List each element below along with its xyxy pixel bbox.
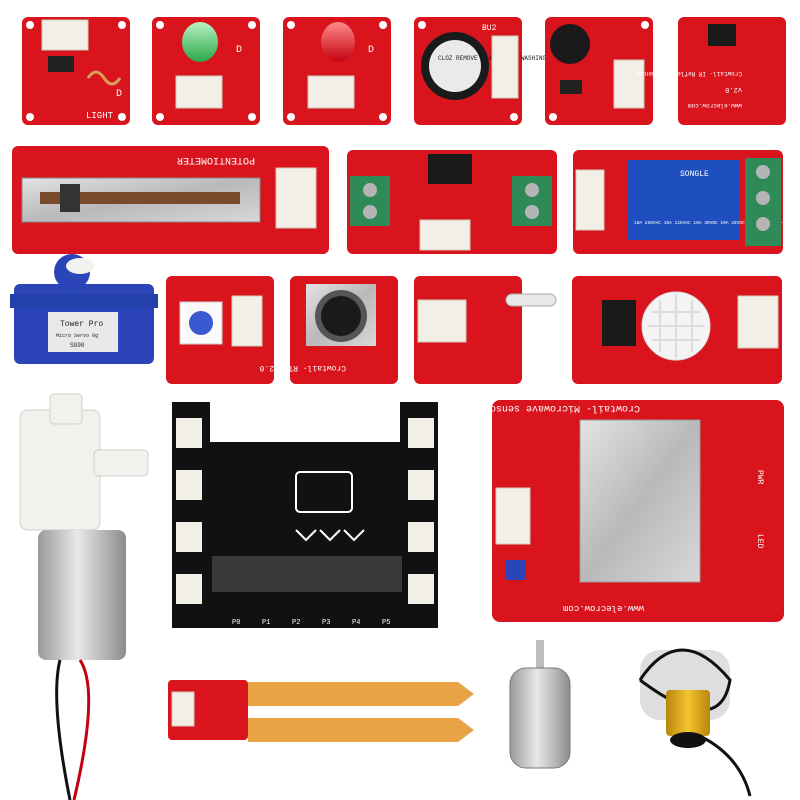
microwave-pwr-label: PWR	[755, 470, 764, 485]
ir-url: www.elecrow.com	[688, 102, 742, 109]
svg-text:P3: P3	[322, 619, 330, 627]
motor-driver-module	[347, 150, 557, 254]
relay-brand: SONGLE	[680, 170, 709, 179]
ir-reflective-sensor-module: Crowtail- IR Reflective Sensor v2.0 www.…	[634, 17, 786, 125]
buzzer-module: CLOZ REMOVE SEAL AFTER WASHING BU2	[414, 17, 546, 125]
microbit-pin-labels: P0 P1 P2 P3 P4 P5	[232, 619, 390, 627]
microwave-url: www.elecrow.com	[563, 603, 644, 613]
soil-moisture-sensor	[168, 680, 474, 742]
light-label: LIGHT	[86, 111, 114, 121]
rtc-label: Crowtail- RTC v2.0	[259, 363, 346, 372]
light-sensor-module: LIGHT D	[22, 17, 130, 125]
pir-motion-sensor-module	[572, 276, 782, 384]
svg-text:P5: P5	[382, 619, 390, 627]
slide-potentiometer-module: POTENTIOMETER	[12, 146, 329, 254]
microbit-expansion-board: P0 P1 P2 P3 P4 P5	[172, 402, 438, 628]
rtc-module: Crowtail- RTC v2.0	[259, 276, 398, 384]
reed-switch-module	[414, 276, 557, 384]
green-led-d-mark: D	[236, 45, 242, 56]
buzzer-bu2-label: BU2	[482, 24, 497, 33]
relay-spec: 10A 250VAC 10A 125VAC 10A 30VDC 10A 28VD…	[634, 220, 786, 226]
svg-text:P2: P2	[292, 619, 300, 627]
servo-model: SG90	[70, 342, 85, 349]
servo-label: Tower Pro	[60, 320, 103, 329]
button-module	[166, 276, 274, 384]
water-pump	[19, 393, 149, 800]
micro-servo: Tower Pro Micro Servo 9g SG90	[10, 254, 158, 364]
servo-sublabel: Micro Servo 9g	[56, 333, 98, 339]
microwave-led-label: LED	[755, 534, 764, 549]
svg-text:P1: P1	[262, 619, 270, 627]
microwave-title: Crowtail- Microwave sensor v2.0	[454, 402, 640, 414]
relay-module: SONGLE 10A 250VAC 10A 125VAC 10A 30VDC 1…	[573, 150, 786, 254]
potentiometer-label: POTENTIOMETER	[177, 154, 255, 165]
ir-version: v2.0	[725, 85, 742, 93]
red-led-module: D	[283, 17, 391, 125]
dc-motor	[509, 640, 571, 769]
green-led-module: D	[152, 17, 260, 125]
microwave-sensor-module: Crowtail- Microwave sensor v2.0 www.elec…	[454, 400, 784, 622]
svg-text:P4: P4	[352, 619, 360, 627]
svg-text:P0: P0	[232, 619, 240, 627]
ir-distance-sensor	[638, 648, 752, 797]
light-d-mark: D	[116, 89, 122, 100]
microphone-module	[545, 17, 653, 125]
red-led-d-mark: D	[368, 45, 374, 56]
ir-title: Crowtail- IR Reflective Sensor	[634, 70, 742, 77]
